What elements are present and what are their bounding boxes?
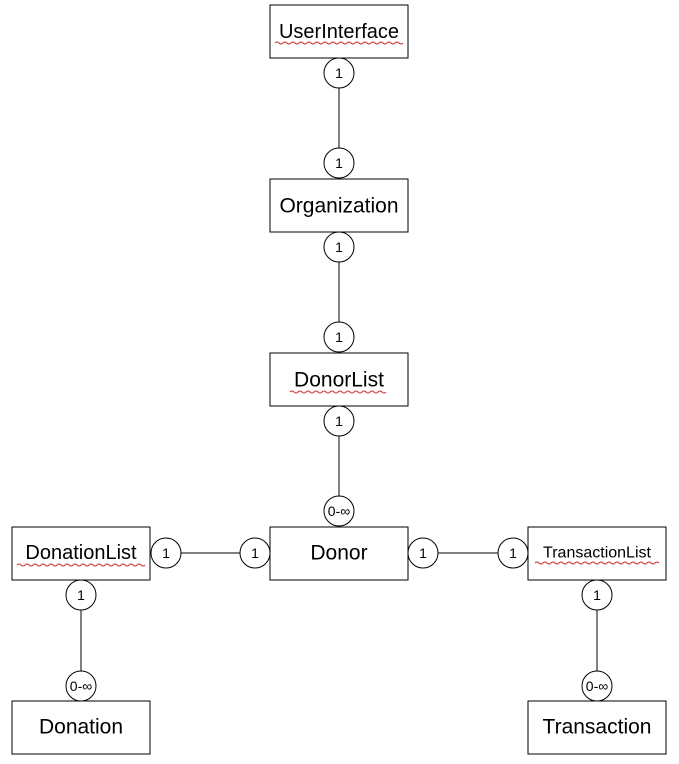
spellcheck-underline [274,41,404,45]
entity-donationlist[interactable]: DonationList [11,526,151,581]
entity-transactionlist[interactable]: TransactionList [527,526,667,581]
entity-label: Transaction [543,716,652,739]
multiplicity-label: 1 [335,329,343,345]
entity-donation[interactable]: Donation [11,700,151,755]
multiplicity-label: 1 [509,545,517,561]
multiplicity-ui-organization-top: 1 [323,57,355,89]
multiplicity-label: 1 [335,155,343,171]
multiplicity-transactionlist-transaction-top: 1 [581,579,613,611]
multiplicity-donor-transactionlist-right: 1 [497,537,529,569]
entity-donorlist[interactable]: DonorList [269,352,409,407]
multiplicity-label: 1 [335,413,343,429]
multiplicity-label: 1 [251,545,259,561]
entity-label: TransactionList [543,545,651,562]
entity-label: Donor [310,542,367,565]
multiplicity-label: 0-∞ [328,503,350,519]
multiplicity-donor-transactionlist-left: 1 [407,537,439,569]
entity-label: UserInterface [279,21,399,43]
spellcheck-underline [289,390,387,394]
entity-label: Donation [39,716,123,739]
multiplicity-label: 1 [335,239,343,255]
multiplicity-donorlist-donor-bottom: 0-∞ [323,495,355,527]
multiplicity-donationlist-donor-right: 1 [239,537,271,569]
multiplicity-label: 0-∞ [70,678,92,694]
multiplicity-label: 1 [419,545,427,561]
multiplicity-donationlist-donation-bottom: 0-∞ [65,670,97,702]
multiplicity-ui-organization-bottom: 1 [323,147,355,179]
multiplicity-organization-donorlist-bottom: 1 [323,321,355,353]
multiplicity-label: 1 [162,545,170,561]
spellcheck-underline [16,563,146,567]
multiplicity-donationlist-donor-left: 1 [150,537,182,569]
multiplicity-transactionlist-transaction-bottom: 0-∞ [581,670,613,702]
entity-donor[interactable]: Donor [269,526,409,581]
entity-label: DonationList [25,542,137,564]
multiplicity-donorlist-donor-top: 1 [323,405,355,437]
multiplicity-label: 1 [593,587,601,603]
multiplicity-label: 1 [77,587,85,603]
entity-userinterface[interactable]: UserInterface [269,4,409,59]
entity-organization[interactable]: Organization [269,178,409,233]
entity-label: DonorList [294,369,384,392]
multiplicity-donationlist-donation-top: 1 [65,579,97,611]
multiplicity-label: 0-∞ [586,678,608,694]
spellcheck-underline [534,561,660,565]
multiplicity-label: 1 [335,65,343,81]
entity-transaction[interactable]: Transaction [527,700,667,755]
entity-label: Organization [279,195,398,218]
multiplicity-organization-donorlist-top: 1 [323,231,355,263]
